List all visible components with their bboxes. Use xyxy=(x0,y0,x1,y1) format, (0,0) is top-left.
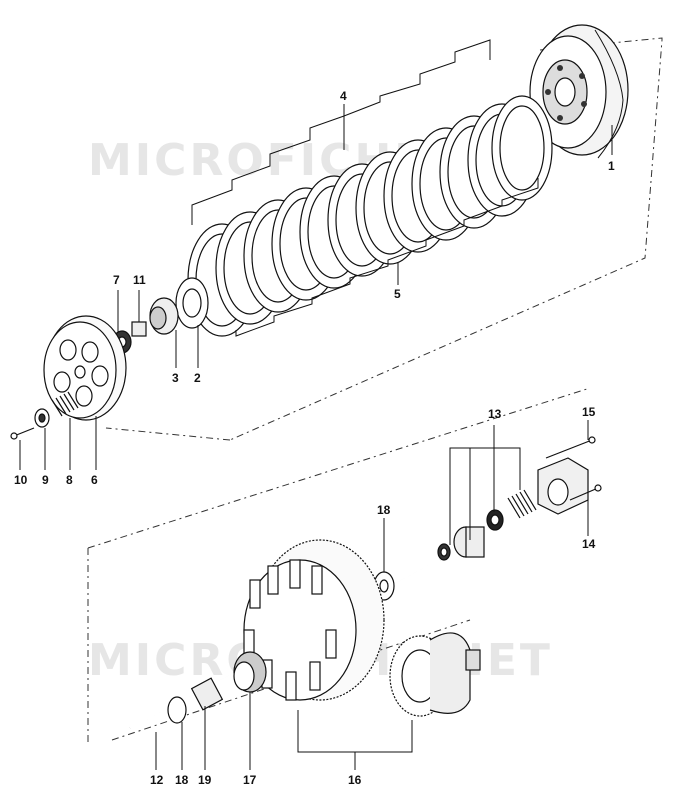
washer-part-2 xyxy=(175,277,209,368)
upper-assembly-outline xyxy=(105,37,663,441)
pressure-disc-part-6 xyxy=(43,315,127,470)
screw-part-15 xyxy=(545,420,596,459)
clutch-basket-part-1 xyxy=(529,24,629,159)
label-part-8: 8 xyxy=(66,473,73,487)
label-part-14: 14 xyxy=(582,537,596,551)
slave-cylinder-assembly xyxy=(437,425,589,561)
label-part-12: 12 xyxy=(150,773,164,787)
bracket-part-4 xyxy=(191,39,491,225)
bush-part-19 xyxy=(190,677,224,770)
primary-gear-basket-part-16 xyxy=(243,539,481,770)
label-part-4: 4 xyxy=(340,89,347,103)
label-part-6: 6 xyxy=(91,473,98,487)
sleeve-part-11 xyxy=(131,290,147,337)
label-part-9: 9 xyxy=(42,473,49,487)
cup-part-9 xyxy=(34,408,50,470)
label-part-11: 11 xyxy=(133,273,146,287)
label-part-1: 1 xyxy=(608,159,615,173)
washer-part-18-lower xyxy=(167,696,187,770)
inner-hub-part-17 xyxy=(233,651,267,770)
label-part-7: 7 xyxy=(113,273,120,287)
label-part-18-upper: 18 xyxy=(377,503,391,517)
label-part-13: 13 xyxy=(488,407,502,421)
label-part-18-lower: 18 xyxy=(175,773,189,787)
spring-part-8 xyxy=(51,391,79,470)
label-part-5: 5 xyxy=(394,287,401,301)
bracket-part-5 xyxy=(235,178,539,337)
hub-part-3 xyxy=(149,297,179,368)
label-part-2: 2 xyxy=(194,371,201,385)
screw-part-14 xyxy=(569,484,602,536)
label-part-17: 17 xyxy=(243,773,257,787)
label-part-19: 19 xyxy=(198,773,212,787)
label-part-15: 15 xyxy=(582,405,596,419)
label-part-16: 16 xyxy=(348,773,362,787)
screw-part-10 xyxy=(10,427,35,470)
label-part-10: 10 xyxy=(14,473,28,487)
label-part-3: 3 xyxy=(172,371,179,385)
clutch-plate-stack xyxy=(187,95,553,337)
